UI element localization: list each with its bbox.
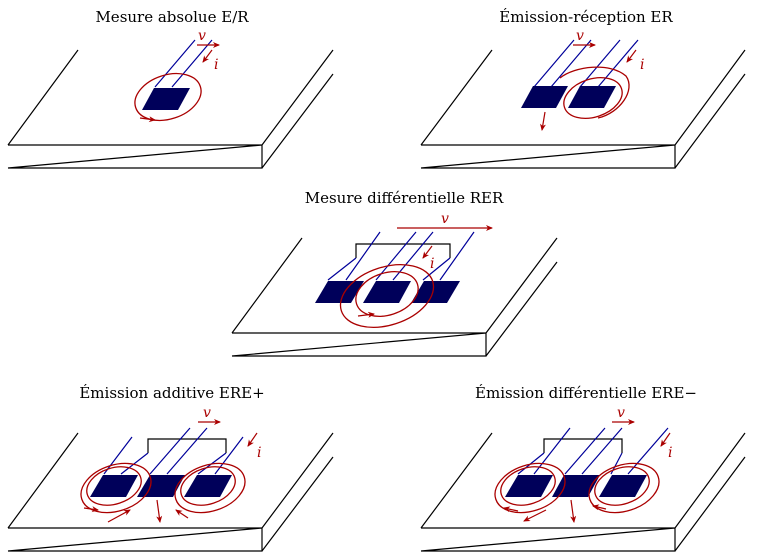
current-label: i xyxy=(214,57,218,73)
velocity-label: v xyxy=(198,28,206,44)
panel-differential-emission: Émission différentielle ERE− v xyxy=(420,384,746,552)
title-emission-reception: Émission-réception ER xyxy=(499,8,673,26)
eddy-current-loops xyxy=(559,66,630,119)
current-label: i xyxy=(257,445,261,461)
probe-receiver xyxy=(568,39,639,108)
test-plate xyxy=(7,49,334,169)
probe-center xyxy=(137,427,208,497)
current-arrow xyxy=(422,245,433,259)
test-plate xyxy=(7,432,334,552)
current-direction-arrow xyxy=(523,509,547,522)
current-arrow xyxy=(540,111,546,131)
current-label: i xyxy=(430,256,434,272)
current-label: i xyxy=(640,57,644,73)
title-differential: Mesure différentielle RER xyxy=(305,189,504,207)
probe-absolute xyxy=(142,39,213,110)
probe-connection xyxy=(355,243,451,258)
current-arrow xyxy=(202,49,213,63)
probe-connection xyxy=(147,438,227,453)
test-plate xyxy=(231,237,558,357)
probe-right xyxy=(599,427,669,497)
current-direction-arrow xyxy=(156,499,163,523)
panel-emission-reception: Émission-réception ER v i xyxy=(420,8,746,169)
current-direction-arrow xyxy=(175,509,189,519)
test-plate xyxy=(420,49,746,169)
panel-additive: Émission additive ERE+ v i xyxy=(7,384,334,552)
current-direction-arrow xyxy=(107,509,131,523)
current-direction-arrow xyxy=(83,506,99,513)
current-direction-arrow xyxy=(503,506,519,513)
title-absolute: Mesure absolue E/R xyxy=(95,8,249,26)
eddy-current-loops xyxy=(339,264,435,328)
probe-left xyxy=(90,436,149,497)
velocity-label: v xyxy=(617,405,625,421)
test-plate xyxy=(420,432,746,552)
eddy-current-loops xyxy=(494,462,660,514)
panel-differential: Mesure différentielle RER v i xyxy=(231,189,558,357)
current-arrow xyxy=(247,432,258,447)
probe-emitter xyxy=(521,39,592,108)
current-direction-arrow xyxy=(592,504,607,511)
eddy-current-loop xyxy=(134,72,202,122)
probe-connection xyxy=(543,438,623,453)
probe-center xyxy=(552,427,623,497)
probe-left xyxy=(315,231,381,303)
current-direction-arrow xyxy=(570,499,577,523)
velocity-label: v xyxy=(203,405,211,421)
current-direction-arrow xyxy=(139,116,156,123)
probe-right xyxy=(411,231,475,303)
current-arrow xyxy=(660,432,671,447)
title-differential-emission: Émission différentielle ERE− xyxy=(475,384,697,402)
current-direction-arrow xyxy=(357,311,375,318)
eddy-current-loops xyxy=(80,462,246,514)
velocity-label: v xyxy=(441,211,449,227)
current-arrow xyxy=(626,49,637,63)
current-label: i xyxy=(668,445,672,461)
panel-absolute: Mesure absolue E/R v i xyxy=(7,8,334,169)
velocity-label: v xyxy=(576,28,584,44)
title-additive: Émission additive ERE+ xyxy=(79,384,264,402)
